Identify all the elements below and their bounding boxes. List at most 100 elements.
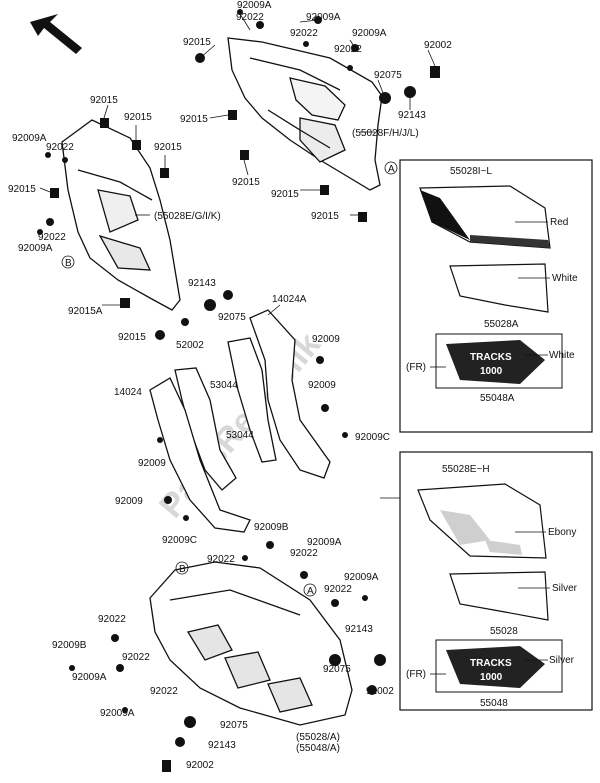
color-label: White: [549, 350, 575, 361]
part-label: 92015: [180, 114, 208, 125]
bolt-icon: [162, 760, 171, 772]
fasteners: [37, 9, 440, 772]
part-label: 92015: [271, 189, 299, 200]
part-label: 53044: [226, 430, 254, 441]
clip-icon: [228, 110, 237, 120]
part-label: 92022: [38, 232, 66, 243]
part-number: 55048: [480, 698, 508, 709]
part-label: (55028F/H/J/L): [352, 128, 419, 139]
part-label: 92022: [207, 554, 235, 565]
part-label: 92015A: [68, 306, 103, 317]
washer-icon: [404, 86, 416, 98]
screw-icon: [157, 437, 163, 443]
part-label: 92015: [154, 142, 182, 153]
emblem-number: 1000: [480, 366, 503, 377]
callout-a-top: A: [388, 164, 395, 175]
clip-icon: [100, 118, 109, 128]
part-label: 92022: [334, 44, 362, 55]
emblem-number: 1000: [480, 672, 503, 683]
part-label: 92009A: [344, 572, 379, 583]
part-label: 92009: [138, 458, 166, 469]
color-label: Ebony: [548, 527, 576, 538]
screw-icon: [183, 515, 189, 521]
screw-icon: [342, 432, 348, 438]
color-label: Silver: [549, 655, 575, 666]
washer-icon: [184, 716, 196, 728]
screw-icon: [266, 541, 274, 549]
clip-icon: [358, 212, 367, 222]
clip-icon: [50, 188, 59, 198]
screw-icon: [362, 595, 368, 601]
part-labels: 92009A 92022 92009A 92022 92009A 92022 9…: [8, 0, 452, 771]
washer-icon: [374, 654, 386, 666]
lower-cowl: [149, 561, 353, 726]
part-number: 55028: [490, 626, 518, 637]
screw-icon: [122, 707, 128, 713]
part-label: 92075: [374, 70, 402, 81]
washer-icon: [204, 299, 216, 311]
screw-icon: [69, 665, 75, 671]
nut-icon: [175, 737, 185, 747]
part-label: 92009C: [355, 432, 390, 443]
part-label: 92143: [398, 110, 426, 121]
callouts: A B B A: [61, 161, 398, 597]
clip-icon: [160, 168, 169, 178]
part-label: 92009C: [162, 535, 197, 546]
color-label: Silver: [552, 583, 578, 594]
callout-b-left: B: [65, 258, 72, 269]
screw-icon: [303, 41, 309, 47]
grommet-icon: [116, 664, 124, 672]
part-label: 92075: [323, 664, 351, 675]
part-label: 92022: [324, 584, 352, 595]
part-label: 92015: [232, 177, 260, 188]
clip-icon: [240, 150, 249, 160]
part-label: 92015: [124, 112, 152, 123]
screw-icon: [316, 356, 324, 364]
part-number: 55028A: [484, 319, 519, 330]
inner-panels: [149, 309, 331, 533]
emblem-text: TRACKS: [470, 658, 512, 669]
part-label: 92022: [98, 614, 126, 625]
fr-label: (FR): [406, 669, 426, 680]
part-label: (55028E/G/I/K): [154, 211, 221, 222]
part-label: 92143: [345, 624, 373, 635]
part-label: 92002: [424, 40, 452, 51]
part-label: 92015: [90, 95, 118, 106]
front-direction-arrow-icon: [30, 14, 82, 54]
nut-icon: [367, 685, 377, 695]
part-label: 92009A: [72, 672, 107, 683]
part-number: 55048A: [480, 393, 515, 404]
screw-icon: [181, 318, 189, 326]
grommet-icon: [111, 634, 119, 642]
screw-icon: [45, 152, 51, 158]
part-label: 92022: [150, 686, 178, 697]
clip-icon: [132, 140, 141, 150]
part-label: 53044: [210, 380, 238, 391]
callout-a-bottom: A: [307, 586, 314, 597]
grommet-icon: [46, 218, 54, 226]
grommet-icon: [256, 21, 264, 29]
grommet-icon: [62, 157, 68, 163]
part-label: 92002: [366, 686, 394, 697]
part-label: 92009A: [352, 28, 387, 39]
part-label: 92015: [183, 37, 211, 48]
part-label: 92009A: [100, 708, 135, 719]
color-panel-bottom: 55028E~H Ebony Silver 55028 (FR) TRACKS …: [399, 451, 593, 711]
bolt-icon: [430, 66, 440, 78]
part-label: 92009A: [12, 133, 47, 144]
screw-icon: [321, 404, 329, 412]
part-label: 92009: [308, 380, 336, 391]
nut-icon: [223, 290, 233, 300]
part-label: 92022: [290, 28, 318, 39]
color-label: Red: [550, 217, 568, 228]
leader-lines: [39, 13, 436, 499]
screw-icon: [37, 229, 43, 235]
part-label: 92022: [290, 548, 318, 559]
part-label: 92022: [236, 12, 264, 23]
screw-icon: [347, 65, 353, 71]
washer-icon: [329, 654, 341, 666]
part-label: 52002: [176, 340, 204, 351]
part-label: 92143: [188, 278, 216, 289]
part-label: 92009A: [307, 537, 342, 548]
